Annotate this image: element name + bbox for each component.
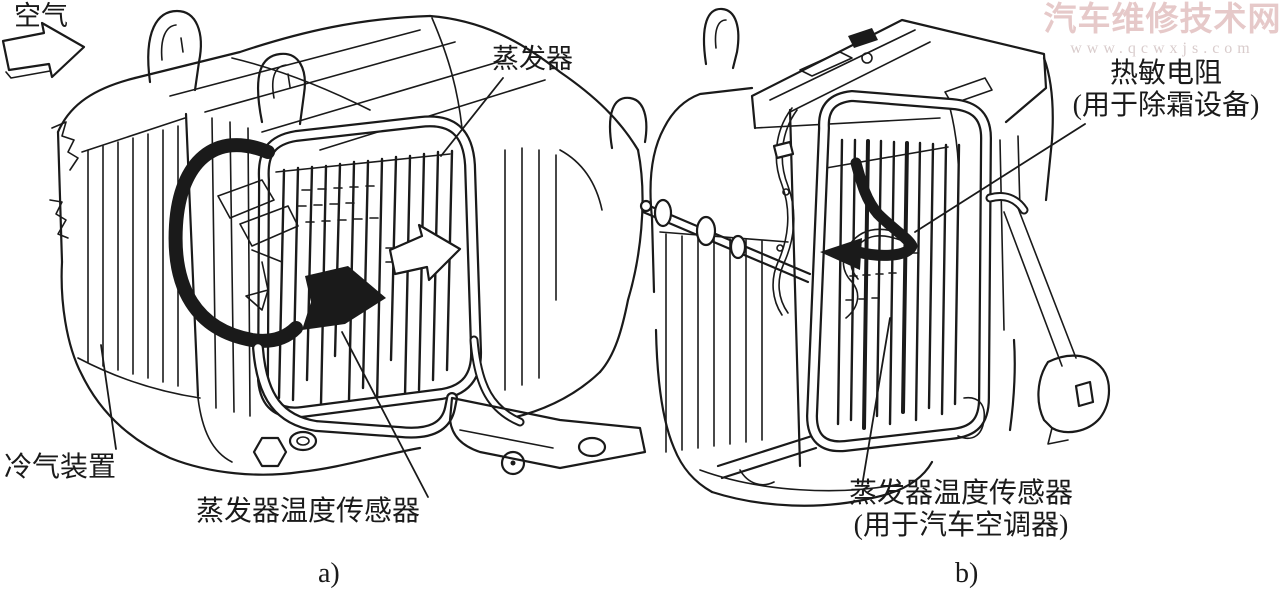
thermistor-label-line1: 热敏电阻 (1109, 58, 1222, 89)
watermark-title: 汽车维修技术网 (1043, 2, 1282, 38)
air-in-arrow (1, 21, 86, 79)
bracket-hole-a (577, 436, 607, 458)
figure-a-drawing (1, 9, 648, 498)
sensor-label-b: 蒸发器温度传感器 (用于汽车空调器) (820, 478, 1102, 542)
leader-evaporator (440, 77, 504, 157)
caster-wheel (500, 450, 526, 476)
thermistor-arrow-b (820, 157, 918, 319)
washer (288, 430, 318, 452)
relay-block (848, 28, 878, 48)
leader-cooling-unit (100, 344, 117, 450)
evaporator-frame-b (806, 90, 992, 453)
leader-lines-a (100, 77, 504, 498)
mounting-bracket-a (448, 396, 647, 470)
evaporator-label: 蒸发器 (492, 44, 573, 74)
watermark: 汽车维修技术网 www.qcwxjs.com (1040, 4, 1285, 57)
hex-bolt (252, 436, 288, 468)
leader-thermistor (914, 123, 1086, 233)
thermistor-label: 热敏电阻 (用于除霜设备) (1045, 58, 1287, 122)
evaporator-fins-b (825, 138, 961, 430)
cooling-unit-label: 冷气装置 (4, 452, 117, 483)
air-out-arrow (388, 223, 462, 282)
leader-sensor-b (861, 317, 891, 487)
thermistor-label-line2: (用于除霜设备) (1072, 90, 1260, 122)
thermistor-arrowhead (820, 238, 862, 270)
airflow-arrow-a (168, 138, 386, 348)
cooling-unit-housing-a (49, 9, 648, 476)
evaporator-fins-a (275, 149, 454, 406)
caption-b: b) (955, 558, 979, 589)
refrigerant-pipe-a (252, 335, 647, 476)
watermark-url: www.qcwxjs.com (1070, 40, 1255, 57)
wire-harness-b (772, 107, 798, 316)
sensor-label-b-line1: 蒸发器温度传感器 (848, 478, 1073, 509)
sensor-clip-a (217, 179, 299, 311)
sensor-label-b-line2: (用于汽车空调器) (853, 510, 1069, 542)
air-label: 空气 (14, 1, 68, 31)
bracket-hole-b (1074, 380, 1095, 408)
sensor-label-a: 蒸发器温度传感器 (196, 496, 421, 527)
mounting-bracket-b (985, 192, 1111, 445)
leader-sensor-a (341, 331, 429, 498)
airflow-arrowhead-a (302, 266, 386, 330)
figure-b-drawing (639, 7, 1111, 507)
leader-lines-b (861, 123, 1086, 487)
caption-a: a) (318, 558, 340, 589)
